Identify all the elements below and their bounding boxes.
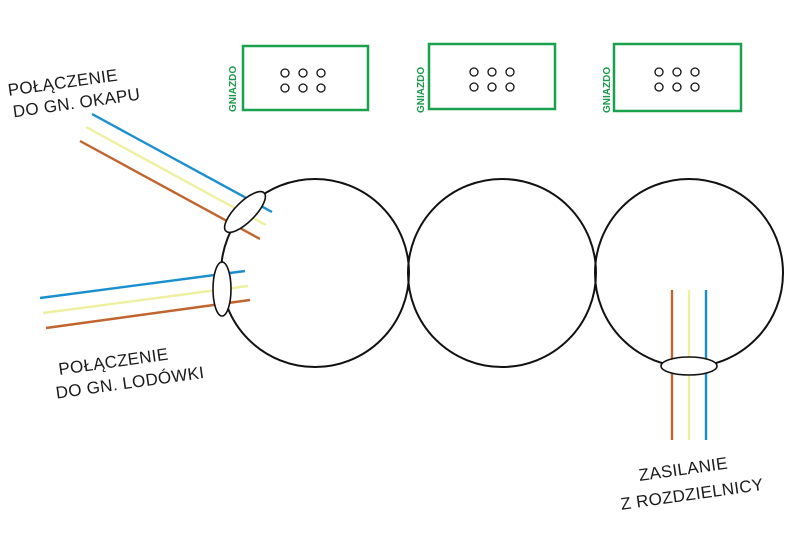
supply-cable-gland: [660, 356, 718, 376]
socket-2-label: GNIAZDO: [416, 67, 427, 113]
socket-3: GNIAZDO: [602, 42, 743, 113]
fridge-connection-label: POŁĄCZENIE DO GN. LODÓWKI: [55, 345, 206, 403]
supply-label-line1: ZASILANIE: [638, 454, 729, 485]
socket-2-holes: [469, 67, 515, 92]
socket-1-label: GNIAZDO: [228, 66, 239, 112]
supply-label: ZASILANIE Z ROZDZIELNICY: [619, 454, 764, 514]
fridge-cable-gland: [212, 261, 232, 317]
hood-connection-label: POŁĄCZENIE DO GN. OKAPU: [7, 66, 142, 122]
socket-3-holes: [654, 67, 700, 92]
junction-box-2: [407, 178, 597, 368]
socket-2: GNIAZDO: [416, 42, 557, 113]
socket-1: GNIAZDO: [228, 44, 370, 112]
socket-3-label: GNIAZDO: [602, 67, 613, 113]
hood-cable-gland: [223, 190, 267, 234]
socket-1-holes: [280, 68, 326, 93]
